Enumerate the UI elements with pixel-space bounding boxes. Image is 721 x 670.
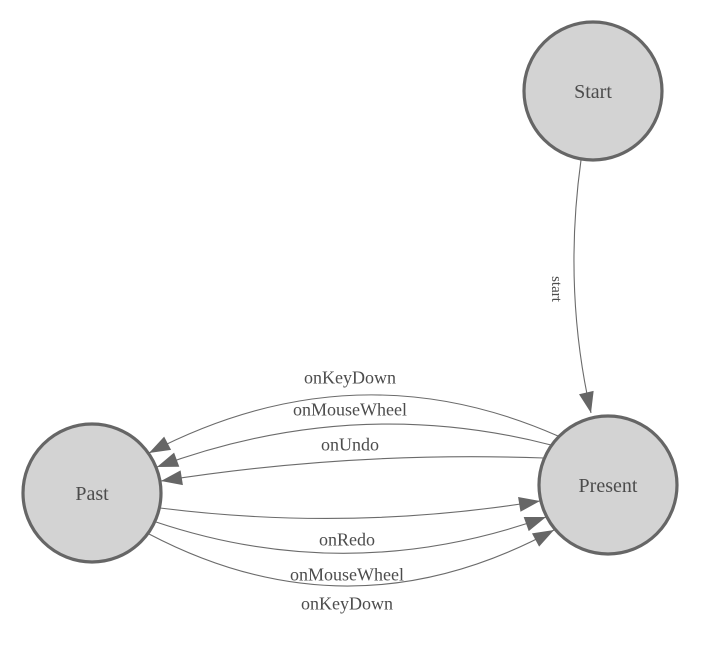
edge-onKeyDown [148, 394, 559, 454]
arrowhead-icon [579, 390, 594, 413]
node-label-past: Past [75, 483, 109, 505]
node-start[interactable]: Start [522, 20, 664, 162]
edge-onMouseWheel [156, 423, 552, 468]
edge-label-onUndo: onUndo [321, 434, 379, 454]
edge-onUndo [160, 456, 545, 482]
node-label-start: Start [574, 81, 612, 103]
edge-onKeyDown [148, 529, 555, 587]
edge-label-onMouseWheel: onMouseWheel [290, 564, 404, 584]
edge-label-onKeyDown: onKeyDown [304, 367, 396, 387]
edge-label-onRedo: onRedo [319, 529, 375, 549]
edge-onMouseWheel [155, 516, 547, 554]
node-circle-start[interactable] [522, 20, 664, 162]
node-present[interactable]: Present [537, 414, 679, 556]
node-circle-present[interactable] [537, 414, 679, 556]
edge-start [573, 159, 592, 414]
node-past[interactable]: Past [21, 422, 163, 564]
node-circle-past[interactable] [21, 422, 163, 564]
edge-label-start: start [548, 276, 564, 303]
edge-onRedo [159, 500, 541, 520]
arrowhead-icon [149, 436, 172, 453]
edge-label-onKeyDown: onKeyDown [301, 593, 393, 613]
arrowhead-icon [523, 517, 546, 532]
arrowhead-icon [518, 496, 540, 512]
arrowhead-icon [157, 452, 180, 467]
arrowhead-icon [531, 530, 554, 547]
edge-label-onMouseWheel: onMouseWheel [293, 399, 407, 419]
node-label-present: Present [579, 475, 638, 497]
arrowhead-icon [161, 470, 183, 486]
